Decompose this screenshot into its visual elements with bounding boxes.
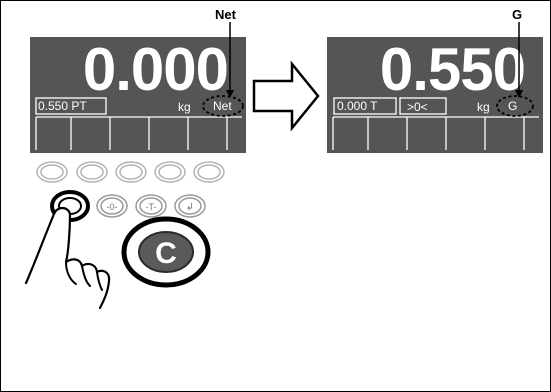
keypad-function-row [96, 194, 206, 218]
net-callout-label: Net [215, 7, 236, 22]
transition-arrow [252, 60, 320, 132]
left-net-indicator: Net [213, 99, 232, 113]
net-highlight-ellipse [202, 95, 244, 117]
right-tare-value: 0.000 T [337, 99, 378, 113]
net-callout-arrowhead [226, 90, 234, 98]
right-gross-indicator: G [508, 99, 518, 113]
enter-key-label: ↲ [186, 202, 194, 213]
right-softkey-bar [332, 97, 539, 150]
right-zero-indicator: >0< [407, 100, 428, 114]
left-softkey-bar [35, 97, 242, 150]
left-display: 0.000 0.550 PT kg Net [30, 37, 246, 153]
gross-callout-arrowhead [515, 90, 523, 98]
left-weight-readout: 0.000 [82, 36, 229, 103]
left-tare-value: 0.550 PT [38, 99, 87, 113]
gross-highlight-ellipse [496, 95, 534, 117]
keypad-top-row [36, 161, 225, 183]
left-unit: kg [178, 100, 191, 114]
right-display: 0.550 0.000 T >0< kg G [327, 37, 543, 153]
zero-key-label: -0- [107, 202, 118, 212]
right-weight-readout: 0.550 [379, 36, 526, 103]
tare-key-label: -T- [146, 202, 157, 212]
clear-key-inner [138, 231, 194, 273]
right-unit: kg [477, 100, 490, 114]
gross-callout-label: G [512, 7, 523, 22]
clear-key-label: C [155, 237, 177, 270]
pointing-hand-icon [24, 206, 111, 310]
